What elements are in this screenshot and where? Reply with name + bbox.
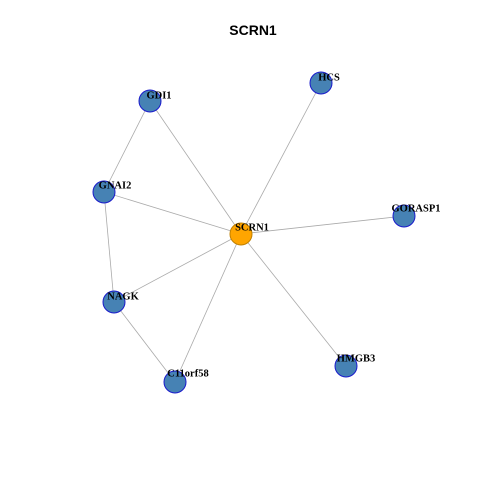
node-label-HCS: HCS (318, 72, 340, 83)
edge-SCRN1-HCS (240, 82, 322, 235)
edge-NAGK-C11orf58 (113, 301, 176, 383)
node-label-SCRN1: SCRN1 (235, 222, 269, 233)
node-label-HMGB3: HMGB3 (337, 353, 376, 364)
graph-title: SCRN1 (229, 22, 277, 38)
node-HCS[interactable] (309, 71, 333, 95)
node-GORASP1[interactable] (392, 204, 416, 228)
edge-SCRN1-GORASP1 (240, 215, 405, 235)
node-HMGB3[interactable] (334, 354, 358, 378)
node-NAGK[interactable] (102, 290, 126, 314)
edge-GDI1-GNAI2 (103, 100, 151, 193)
edge-SCRN1-GNAI2 (103, 191, 242, 235)
edge-SCRN1-NAGK (113, 233, 242, 303)
edge-SCRN1-HMGB3 (240, 233, 347, 367)
node-label-C11orf58: C11orf58 (167, 368, 208, 379)
node-label-GORASP1: GORASP1 (391, 203, 440, 214)
edge-SCRN1-GDI1 (149, 100, 242, 235)
node-label-NAGK: NAGK (107, 291, 139, 302)
node-GDI1[interactable] (138, 89, 162, 113)
edges-layer (103, 82, 405, 383)
edge-SCRN1-C11orf58 (174, 233, 242, 383)
edge-GNAI2-NAGK (103, 191, 115, 303)
node-label-GDI1: GDI1 (146, 90, 171, 101)
node-C11orf58[interactable] (163, 370, 187, 394)
node-GNAI2[interactable] (92, 180, 116, 204)
nodes-layer (92, 71, 416, 394)
node-label-GNAI2: GNAI2 (99, 180, 132, 191)
node-SCRN1[interactable] (229, 222, 253, 246)
